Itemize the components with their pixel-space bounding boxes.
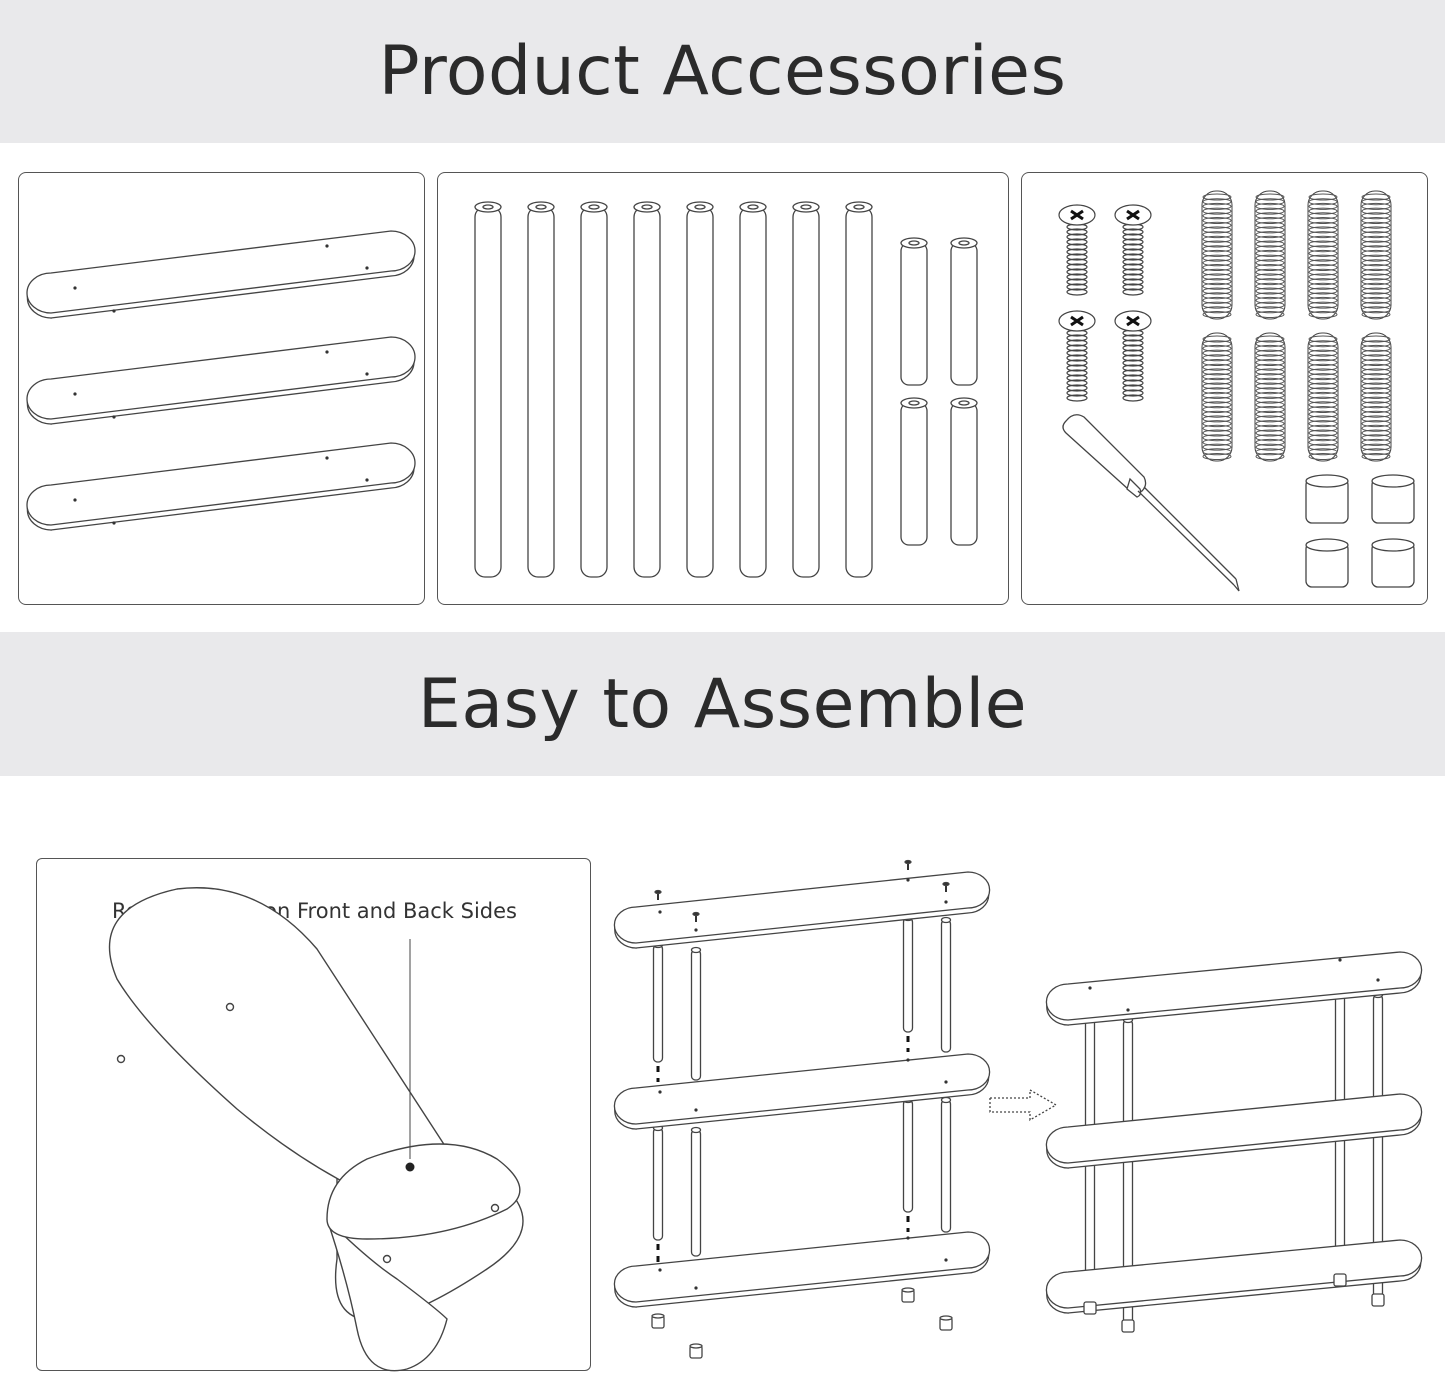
foot-cap — [1083, 1301, 1097, 1315]
rod — [902, 1096, 914, 1213]
screw — [654, 889, 662, 900]
support-rod — [792, 201, 820, 578]
shelf-board — [613, 871, 991, 949]
support-rod — [686, 201, 714, 578]
shelf-board — [26, 336, 416, 425]
screw — [1114, 310, 1152, 402]
foot-cap — [1333, 1273, 1347, 1287]
peeling-film-illustration — [108, 887, 524, 1372]
rod — [652, 941, 664, 1063]
support-rod — [527, 201, 555, 578]
spacer-stack — [1254, 332, 1286, 462]
easy-to-assemble-banner: Easy to Assemble — [0, 632, 1445, 776]
spacer-stack — [1307, 190, 1339, 320]
shelves-panel — [18, 172, 425, 605]
support-rod — [474, 201, 502, 578]
screw — [942, 881, 950, 892]
shelf-board — [1045, 1239, 1423, 1314]
short-rod — [950, 397, 978, 546]
rod — [652, 1124, 664, 1241]
short-rod — [950, 237, 978, 386]
rods-panel — [437, 172, 1009, 605]
spacer-stack — [1360, 332, 1392, 462]
support-rod — [633, 201, 661, 578]
spacer-stack — [1254, 190, 1286, 320]
exploded-view — [613, 859, 991, 1359]
foot-cap — [689, 1343, 703, 1359]
screw — [692, 911, 700, 922]
rod — [690, 1126, 702, 1257]
shelf-board — [1045, 951, 1423, 1026]
spacer-stack — [1201, 190, 1233, 320]
foot-cap — [1371, 1293, 1385, 1307]
short-rod — [900, 237, 928, 386]
spacer-stack — [1307, 332, 1339, 462]
rod — [1084, 1011, 1096, 1311]
phillips-screw-icon — [1058, 204, 1152, 402]
short-rod — [900, 397, 928, 546]
foot-cap — [1305, 538, 1349, 588]
product-accessories-banner: Product Accessories — [0, 0, 1445, 143]
shelf-board — [613, 1053, 991, 1130]
support-rod — [845, 201, 873, 578]
rod — [1122, 1016, 1134, 1326]
foot-cap — [1305, 474, 1349, 524]
screwdriver-icon — [1062, 414, 1240, 592]
rod — [940, 916, 952, 1053]
screw — [1058, 204, 1096, 296]
easy-to-assemble-heading: Easy to Assemble — [417, 664, 1028, 744]
foot-cap-icon — [1305, 474, 1415, 588]
shelf-board — [26, 442, 416, 531]
foot-cap — [1121, 1319, 1135, 1333]
support-rod — [739, 201, 767, 578]
dotted-right-arrow-icon — [989, 1088, 1058, 1122]
rod — [1372, 991, 1384, 1301]
shelf-board — [26, 230, 416, 319]
product-accessories-heading: Product Accessories — [378, 32, 1067, 111]
foot-cap — [939, 1315, 953, 1331]
assembled-view — [1045, 951, 1423, 1333]
film-removal-panel: Remove Films on Front and Back Sides — [36, 858, 591, 1372]
hardware-panel — [1021, 172, 1428, 605]
support-rod — [580, 201, 608, 578]
foot-cap — [901, 1287, 915, 1303]
rod — [902, 914, 914, 1033]
foot-cap — [1371, 474, 1415, 524]
screw — [1058, 310, 1096, 402]
screw — [904, 859, 912, 870]
rod — [1334, 986, 1346, 1281]
support-rod-icon — [474, 201, 978, 578]
oval-shelf-board-icon — [26, 230, 416, 531]
shelf-board — [1045, 1093, 1423, 1169]
foot-cap — [651, 1313, 665, 1329]
rod — [690, 946, 702, 1081]
spacer-stack — [1360, 190, 1392, 320]
foot-cap — [1371, 538, 1415, 588]
screw — [1114, 204, 1152, 296]
rod — [940, 1096, 952, 1233]
shelf-board — [613, 1231, 991, 1308]
spacer-stack — [1201, 332, 1233, 462]
